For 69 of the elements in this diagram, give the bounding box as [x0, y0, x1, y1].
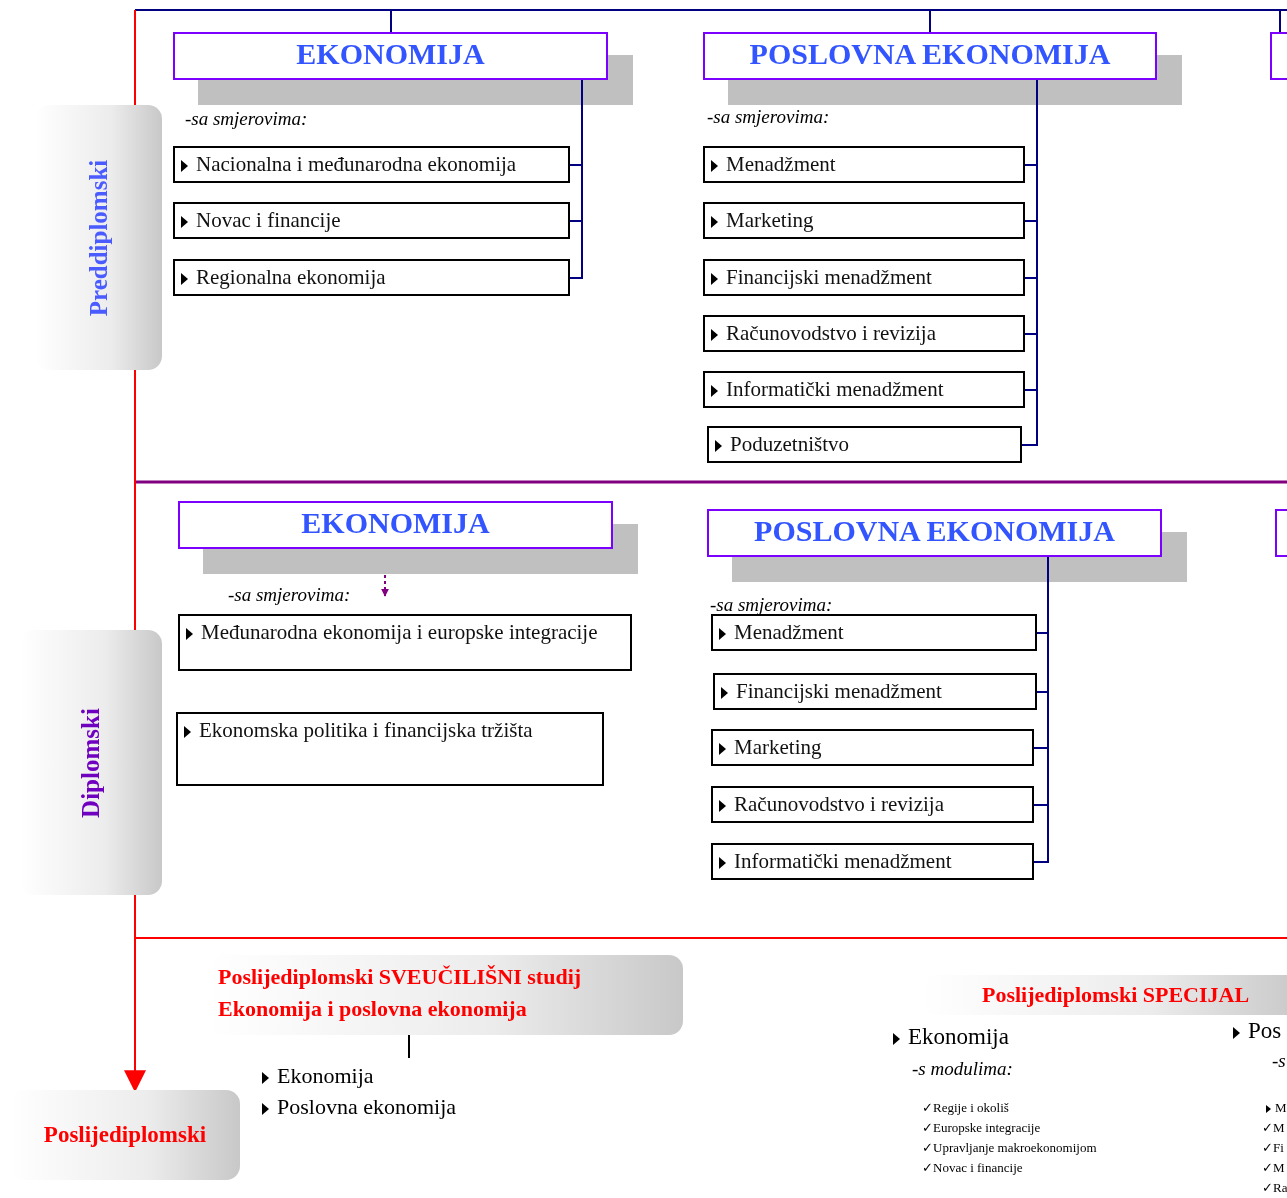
connector	[929, 9, 931, 33]
track-box	[703, 146, 1025, 183]
track-box	[173, 146, 570, 183]
list-text: Ekonomija	[908, 1024, 1009, 1049]
track-name: Međunarodna ekonomija i europske integracije	[201, 620, 598, 644]
track-name: Financijski menadžment	[736, 679, 942, 703]
connector	[390, 9, 392, 33]
program-title: Poslijediplomski SVEUČILIŠNI studij Ekonomija i poslovna ekonomija	[218, 963, 583, 1023]
list-text: Pos	[1248, 1018, 1282, 1043]
list-text: ✓Upravljanje makroekonomijom	[922, 1140, 1097, 1156]
track-box	[711, 614, 1037, 651]
program-name: Poslovna ekonomija	[277, 1094, 457, 1119]
program-title: EKONOMIJA	[301, 506, 490, 539]
track-box	[703, 202, 1025, 239]
level-title: Preddiplomski	[84, 159, 113, 316]
track-name: Nacionalna i međunarodna ekonomija	[196, 152, 517, 176]
program-title: POSLOVNA EKONOMIJA	[749, 37, 1111, 70]
program-title: POSLOVNA EKONOMIJA	[754, 514, 1115, 547]
track-name: Ekonomska politika i financijska tržišta	[199, 718, 533, 742]
list-text: -sa smjerovima:	[707, 106, 830, 128]
track-name: Menadžment	[734, 620, 844, 644]
program-name: Ekonomija	[277, 1063, 374, 1088]
track-box	[713, 673, 1037, 710]
track-name: Novac i financije	[196, 208, 341, 232]
track-name: Poduzetništvo	[730, 432, 849, 456]
level-title: Diplomski	[77, 707, 105, 818]
connector	[381, 574, 389, 597]
track-name: Financijski menadžment	[726, 265, 932, 289]
track-box	[173, 202, 570, 239]
list-text: ✓Novac i financije	[922, 1160, 1023, 1176]
program-header	[178, 501, 613, 549]
track-box	[703, 259, 1025, 296]
track-box	[711, 786, 1034, 823]
track-box	[178, 614, 632, 671]
list-text: ✓M	[1262, 1120, 1285, 1136]
list-text: M	[1275, 1100, 1287, 1115]
track-name: Marketing	[726, 208, 814, 232]
track-box	[711, 729, 1034, 766]
list-text: ✓Fi	[1262, 1140, 1284, 1156]
program-header	[707, 509, 1162, 557]
list-text: -s modulima:	[912, 1058, 1013, 1080]
track-box	[703, 315, 1025, 352]
track-box	[707, 426, 1022, 463]
list-text: -s	[1272, 1050, 1286, 1072]
program-title: EKONOMIJA	[296, 37, 485, 70]
list-text: ✓M	[1262, 1160, 1285, 1176]
program-title: Poslijediplomski SPECIJAL	[982, 981, 1251, 1009]
list-text: -sa smjerovima:	[185, 108, 308, 130]
program-header	[703, 32, 1157, 80]
track-name: Računovodstvo i revizija	[726, 321, 936, 345]
track-name: Marketing	[734, 735, 822, 759]
track-box	[173, 259, 570, 296]
list-text: -sa smjerovima:	[710, 594, 833, 616]
track-box	[176, 712, 604, 786]
track-name: Regionalna ekonomija	[196, 265, 386, 289]
list-text: ✓Ra	[1262, 1180, 1287, 1196]
connector	[408, 1034, 410, 1059]
level-title: Poslijediplomski	[43, 1122, 207, 1148]
track-name: Menadžment	[726, 152, 836, 176]
track-box	[711, 843, 1034, 880]
list-text: ✓Regije i okoliš	[922, 1100, 1009, 1116]
track-box	[703, 371, 1025, 408]
track-name: Informatički menadžment	[726, 377, 944, 401]
list-text: ✓Europske integracije	[922, 1120, 1041, 1136]
program-header	[173, 32, 608, 80]
connector	[1279, 9, 1281, 33]
track-name: Informatički menadžment	[734, 849, 952, 873]
track-name: Računovodstvo i revizija	[734, 792, 944, 816]
list-text: -sa smjerovima:	[228, 584, 351, 606]
